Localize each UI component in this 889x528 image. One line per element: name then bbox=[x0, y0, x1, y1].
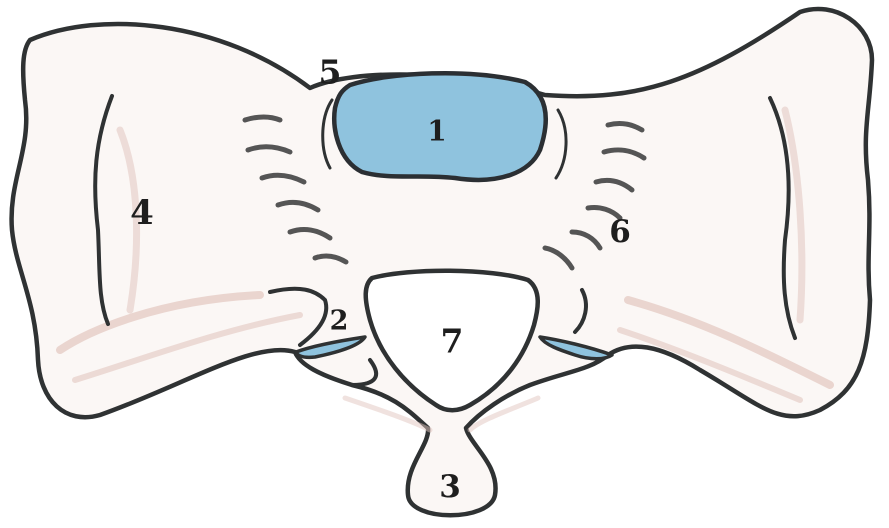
label-4: 4 bbox=[130, 193, 154, 233]
label-3: 3 bbox=[439, 469, 461, 505]
label-5: 5 bbox=[319, 53, 342, 92]
label-2: 2 bbox=[330, 306, 349, 337]
label-7: 7 bbox=[441, 322, 464, 361]
label-6: 6 bbox=[609, 214, 631, 250]
label-1: 1 bbox=[427, 115, 446, 148]
